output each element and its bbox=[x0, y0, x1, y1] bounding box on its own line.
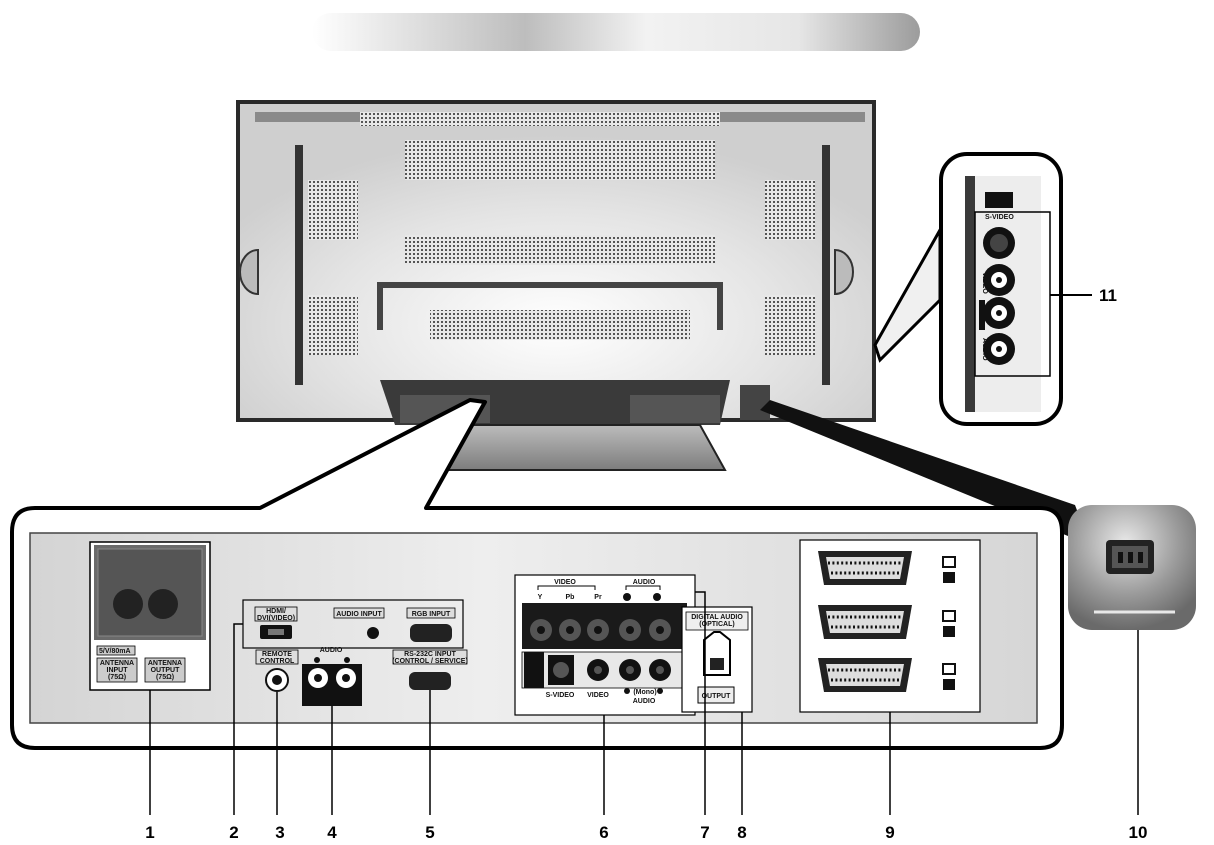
scart-2-port bbox=[818, 605, 912, 639]
mono-label: (Mono) bbox=[633, 689, 656, 696]
component-video-label: VIDEO bbox=[554, 579, 576, 586]
rgb-input-port bbox=[410, 624, 452, 642]
component-audio-label: AUDIO bbox=[633, 579, 656, 586]
rgb-input-label: RGB INPUT bbox=[412, 611, 451, 618]
antenna-input-jack bbox=[113, 589, 143, 619]
audio-label: AUDIO bbox=[320, 647, 343, 654]
audio-input-label: AUDIO INPUT bbox=[336, 611, 382, 618]
callout-8: 8 bbox=[737, 823, 746, 842]
rs232c-port bbox=[409, 672, 451, 690]
component-av-group: VIDEO AUDIO Y Pb Pr S-VIDEO VIDEO (Mono)… bbox=[515, 575, 695, 715]
svideo-jack bbox=[548, 655, 574, 685]
callout-2: 2 bbox=[229, 823, 238, 842]
callout-5: 5 bbox=[425, 823, 434, 842]
component-pr-jack bbox=[587, 619, 609, 641]
callout-6: 6 bbox=[599, 823, 608, 842]
component-audio-r-jack bbox=[649, 619, 671, 641]
side-svideo-jack bbox=[983, 227, 1015, 259]
video-jack bbox=[587, 659, 609, 681]
power-socket-box bbox=[1068, 505, 1196, 630]
callout-3: 3 bbox=[275, 823, 284, 842]
av-audio-l-jack bbox=[619, 659, 641, 681]
side-svideo-label: S-VIDEO bbox=[985, 214, 1014, 221]
digital-audio-group: DIGITAL AUDIO(OPTICAL) OUTPUT bbox=[682, 592, 752, 712]
component-audio-l-jack bbox=[619, 619, 641, 641]
audio-input-jack bbox=[367, 627, 379, 639]
callout-9: 9 bbox=[885, 823, 894, 842]
callout-10: 10 bbox=[1129, 823, 1148, 842]
side-video-label: VIDEO bbox=[981, 272, 988, 294]
scart-group bbox=[800, 540, 980, 712]
av-audio-r-jack bbox=[649, 659, 671, 681]
side-audio-label: AUDIO bbox=[981, 338, 988, 361]
component-pb-jack bbox=[559, 619, 581, 641]
callout-11: 11 bbox=[1099, 286, 1117, 305]
component-pr-label: Pr bbox=[594, 594, 602, 601]
callout-7: 7 bbox=[700, 823, 709, 842]
side-audio-left-jack bbox=[983, 297, 1015, 329]
svideo-label: S-VIDEO bbox=[546, 692, 575, 699]
header-gradient-bar bbox=[312, 13, 920, 51]
antenna-output-jack bbox=[148, 589, 178, 619]
callout-1: 1 bbox=[145, 823, 154, 842]
output-label: OUTPUT bbox=[702, 693, 732, 700]
component-y-jack bbox=[530, 619, 552, 641]
video-label: VIDEO bbox=[587, 692, 609, 699]
scart-1-port bbox=[818, 551, 912, 585]
antenna-rating-label: 5/V/80mA bbox=[99, 648, 131, 655]
component-pb-label: Pb bbox=[566, 594, 575, 601]
av-audio-label: AUDIO bbox=[633, 698, 656, 705]
component-y-label: Y bbox=[538, 594, 543, 601]
scart-3-port bbox=[818, 658, 912, 692]
callout-4: 4 bbox=[327, 823, 337, 842]
